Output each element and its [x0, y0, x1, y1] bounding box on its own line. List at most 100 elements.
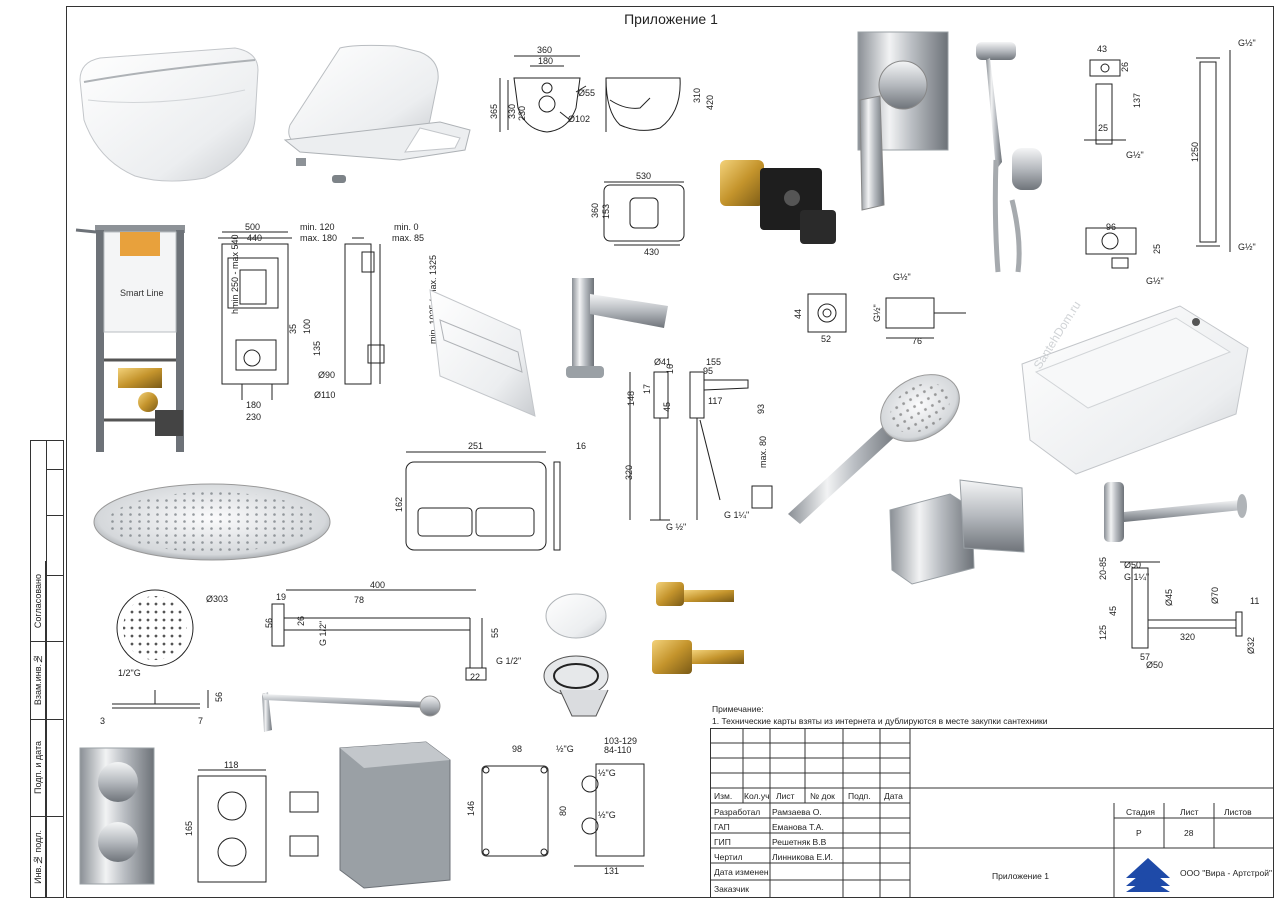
svg-text:365: 365	[489, 104, 499, 119]
shower-head-dims: Ø303 1/2"G 56 3 7	[100, 594, 228, 726]
svg-text:G½": G½"	[893, 272, 911, 282]
svg-text:G½": G½"	[1126, 150, 1144, 160]
thermostatic-drawing	[197, 769, 319, 883]
svg-text:Ø102: Ø102	[568, 114, 590, 124]
toilet-plan-drawing	[603, 181, 685, 246]
svg-text:Ø55: Ø55	[578, 88, 595, 98]
svg-text:max. 180: max. 180	[300, 233, 337, 243]
title-block: Изм. Кол.уч Лист № док Подп. Дата Разраб…	[710, 728, 1274, 898]
svg-text:76: 76	[912, 336, 922, 346]
svg-text:360: 360	[537, 45, 552, 55]
plate-dim-162: 162	[394, 497, 404, 512]
svg-text:148: 148	[626, 391, 636, 406]
svg-text:½"G: ½"G	[598, 810, 616, 820]
shower-arm-dims: 400 78 19 56 26 G 1/2" 55 G 1/2" 22	[264, 580, 521, 682]
bidet-drawing	[1084, 59, 1137, 269]
rail-dim-top: G½"	[1238, 38, 1256, 48]
box-dims: 98 ½"G 103-129 84-110 146 80 ½"G ½"G 131	[466, 736, 637, 876]
svg-text:56: 56	[264, 618, 274, 628]
svg-text:Ø50: Ø50	[1124, 560, 1141, 570]
plate-dim-251: 251	[468, 441, 483, 451]
svg-text:98: 98	[512, 744, 522, 754]
svg-text:19: 19	[276, 592, 286, 602]
bottle-trap-image	[1104, 482, 1247, 542]
basin-faucet-image	[566, 278, 668, 378]
toilet-side-dim-310: 310	[692, 88, 702, 103]
name-gip: Решетняк В.В	[772, 837, 827, 847]
rain-shower-image	[93, 483, 331, 561]
svg-text:Ø41: Ø41	[654, 357, 671, 367]
wall-outlet-image	[889, 479, 1025, 585]
company-logo	[1124, 854, 1172, 894]
plan-dim-430: 430	[644, 247, 659, 257]
sheet-title: Приложение 1	[624, 11, 718, 27]
svg-text:320: 320	[1180, 632, 1195, 642]
header-doc-no: № док	[810, 791, 835, 801]
svg-text:Ø70: Ø70	[1210, 587, 1220, 604]
svg-text:93: 93	[756, 404, 766, 414]
installation-frame-image	[75, 225, 185, 452]
svg-text:44: 44	[793, 309, 803, 319]
role-customer: Заказчик	[714, 884, 749, 894]
mixer-valve-image	[720, 160, 836, 244]
svg-text:17: 17	[642, 384, 652, 394]
toilet-side-dim-420: 420	[705, 95, 715, 110]
washbasin-image	[1021, 305, 1249, 475]
sheets-header: Листов	[1224, 807, 1252, 817]
header-date: Дата	[884, 791, 903, 801]
name-drafter: Линникова Е.И.	[772, 852, 834, 862]
approval-stamp: Согласовано Взам.инв.№ Подп. и дата Инв.…	[30, 440, 64, 898]
siphon-dims: Ø50 20-85 G 1¼" 45 Ø45 Ø70 11 125 320 57…	[1098, 557, 1259, 670]
svg-text:45: 45	[662, 402, 672, 412]
brass-valve-image	[652, 582, 744, 674]
svg-text:G½": G½"	[872, 304, 882, 322]
drawing-sheet: Приложение 1	[66, 6, 1274, 898]
svg-text:80: 80	[558, 806, 568, 816]
svg-text:135: 135	[312, 341, 322, 356]
installation-frame-drawing	[218, 231, 385, 400]
name-developer: Рамзаева О.	[772, 807, 822, 817]
concealed-box-drawing	[481, 763, 645, 867]
header-change: Изм.	[714, 791, 733, 801]
toilet-front-drawing	[499, 55, 587, 133]
toilet-side-drawing	[605, 77, 681, 132]
svg-text:180: 180	[538, 56, 553, 66]
mixer-box-drawing	[807, 293, 966, 339]
svg-text:84-110: 84-110	[604, 745, 631, 755]
svg-text:G ½": G ½"	[666, 522, 686, 532]
svg-text:330: 330	[507, 104, 517, 119]
shower-head-drawing	[112, 589, 209, 709]
header-sign: Подп.	[848, 791, 871, 801]
svg-text:320: 320	[624, 465, 634, 480]
installation-brand-label: Smart Line	[120, 288, 164, 298]
bidet-shower-image	[976, 42, 1042, 273]
svg-text:1/2"G: 1/2"G	[118, 668, 141, 678]
svg-text:25: 25	[1152, 244, 1162, 254]
note-title: Примечание:	[712, 704, 764, 714]
toilet-seat-image	[283, 44, 471, 183]
svg-text:25: 25	[1098, 123, 1108, 133]
frame-dims: 500 440 min. 120 max. 180 min. 0 max. 85…	[230, 222, 438, 422]
plan-dim-153: 153	[601, 204, 611, 219]
svg-text:11: 11	[1250, 596, 1259, 606]
flush-plate-drawing	[405, 451, 561, 551]
svg-text:Ø50: Ø50	[1146, 660, 1163, 670]
note: Примечание: 1. Технические карты взяты и…	[712, 703, 1047, 727]
note-text: 1. Технические карты взяты из интернета …	[712, 716, 1048, 726]
shower-rail-drawing	[1196, 50, 1231, 252]
name-gap: Еманова Т.А.	[772, 822, 824, 832]
mixer-box-dims: 44 52 G½" G½" 76	[793, 272, 922, 346]
svg-text:hmin 250 - max 540: hmin 250 - max 540	[230, 234, 240, 314]
svg-text:96: 96	[1106, 222, 1116, 232]
svg-text:155: 155	[706, 357, 721, 367]
svg-text:7: 7	[198, 716, 203, 726]
svg-text:45: 45	[1108, 606, 1118, 616]
svg-text:16: 16	[665, 364, 675, 374]
svg-text:26: 26	[1120, 62, 1130, 72]
svg-text:G 1/2": G 1/2"	[318, 621, 328, 646]
svg-text:min. 120: min. 120	[300, 222, 335, 232]
svg-text:100: 100	[302, 319, 312, 334]
drain-cover-image	[545, 593, 607, 639]
thermo-dim-165: 165	[184, 821, 194, 836]
header-count: Кол.уч	[744, 791, 770, 801]
